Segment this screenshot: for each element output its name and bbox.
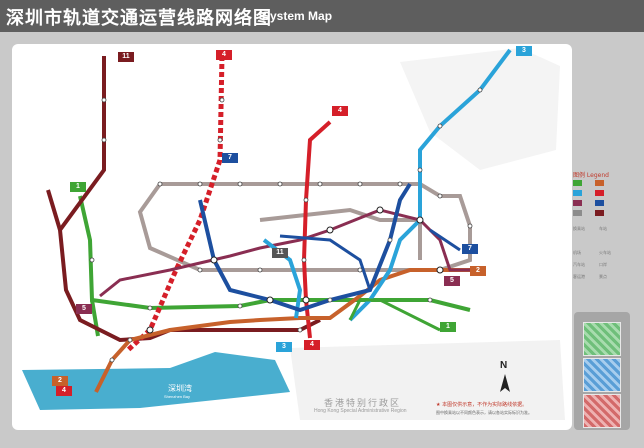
legend-line-11 — [595, 210, 604, 216]
line-3-blue — [348, 48, 512, 322]
qr-code-blue-icon[interactable] — [583, 358, 621, 392]
legend-airport: 机场 — [573, 250, 581, 255]
interchange-stations — [146, 206, 444, 334]
badge-line-7-east: 7 — [462, 244, 478, 254]
hong-kong-label-en: Hong Kong Special Administrative Region — [314, 408, 407, 414]
legend-line-3 — [573, 190, 582, 196]
legend-line-7 — [595, 200, 604, 206]
badge-line-5-east: 5 — [444, 276, 460, 286]
badge-line-4-south: 4 — [304, 340, 320, 350]
line-7-branch — [279, 234, 372, 291]
hong-kong-region — [290, 340, 565, 420]
legend-line-5 — [573, 200, 582, 206]
qr-code-green-icon[interactable] — [583, 322, 621, 356]
outer-region — [400, 48, 560, 170]
legend-railway: 火车站 — [599, 250, 611, 255]
line-11-maroon — [57, 56, 321, 343]
badge-line-11-mid: 11 — [272, 248, 288, 258]
disclaimer: ★ 本图仅供示意，不作为实际路线依据。 — [436, 402, 528, 408]
line-11-spur — [46, 189, 62, 231]
legend-line-4 — [595, 190, 604, 196]
disclaimer-detail: 图中换乘站以不同颜色表示，请以各站实际标识为准。 — [436, 410, 532, 415]
line-7-dark-blue — [198, 182, 412, 313]
badge-line-11-north: 11 — [118, 52, 134, 62]
line-9-branch — [259, 207, 422, 260]
badge-line-3-north: 3 — [516, 46, 532, 56]
map-title-en: System Map — [262, 9, 333, 23]
legend-ferry: 客运港 — [573, 274, 585, 279]
badge-line-4-b: 4 — [332, 106, 348, 116]
line-1-east-branch — [348, 298, 441, 332]
legend-line-1 — [573, 180, 582, 186]
map-title-cn: 深圳市轨道交通运营线路网络图 — [6, 8, 272, 29]
legend-line-2 — [595, 180, 604, 186]
legend-line-9 — [573, 210, 582, 216]
qr-code-red-icon[interactable] — [583, 394, 621, 428]
bay-label-cn: 深圳湾 — [168, 384, 192, 393]
badge-line-5-west: 5 — [76, 304, 92, 314]
badge-line-7-north: 7 — [222, 153, 238, 163]
legend-interchange: 换乘站 — [573, 226, 585, 231]
badge-line-1-west: 1 — [70, 182, 86, 192]
line-5 — [99, 208, 470, 298]
line-4-red-extension — [126, 55, 225, 352]
legend-scenic: 景点 — [599, 274, 607, 279]
bay-label-en: Shenzhen Bay — [164, 394, 191, 399]
badge-line-4-north: 4 — [216, 50, 232, 60]
legend: 图例 Legend 换乘站 车站 机场 火车站 汽车站 口岸 客运港 景点 — [571, 170, 631, 310]
legend-station: 车站 — [599, 226, 607, 231]
badge-line-3-south: 3 — [276, 342, 292, 352]
line-7-east — [429, 228, 461, 252]
badge-line-2-east: 2 — [470, 266, 486, 276]
qr-panel — [574, 312, 630, 430]
stations — [89, 87, 483, 363]
north-arrow: N — [500, 360, 508, 371]
legend-bus: 汽车站 — [573, 262, 585, 267]
badge-line-2-west: 2 — [52, 376, 68, 386]
badge-line-4-west: 4 — [56, 386, 72, 396]
title-bar: 深圳市轨道交通运营线路网络图 System Map — [0, 0, 644, 32]
shenzhen-bay-water — [22, 352, 290, 410]
hong-kong-label-cn: 香港特别行政区 — [324, 399, 402, 409]
legend-title: 图例 Legend — [573, 172, 609, 179]
badge-line-1-east: 1 — [440, 322, 456, 332]
legend-port: 口岸 — [599, 262, 607, 267]
